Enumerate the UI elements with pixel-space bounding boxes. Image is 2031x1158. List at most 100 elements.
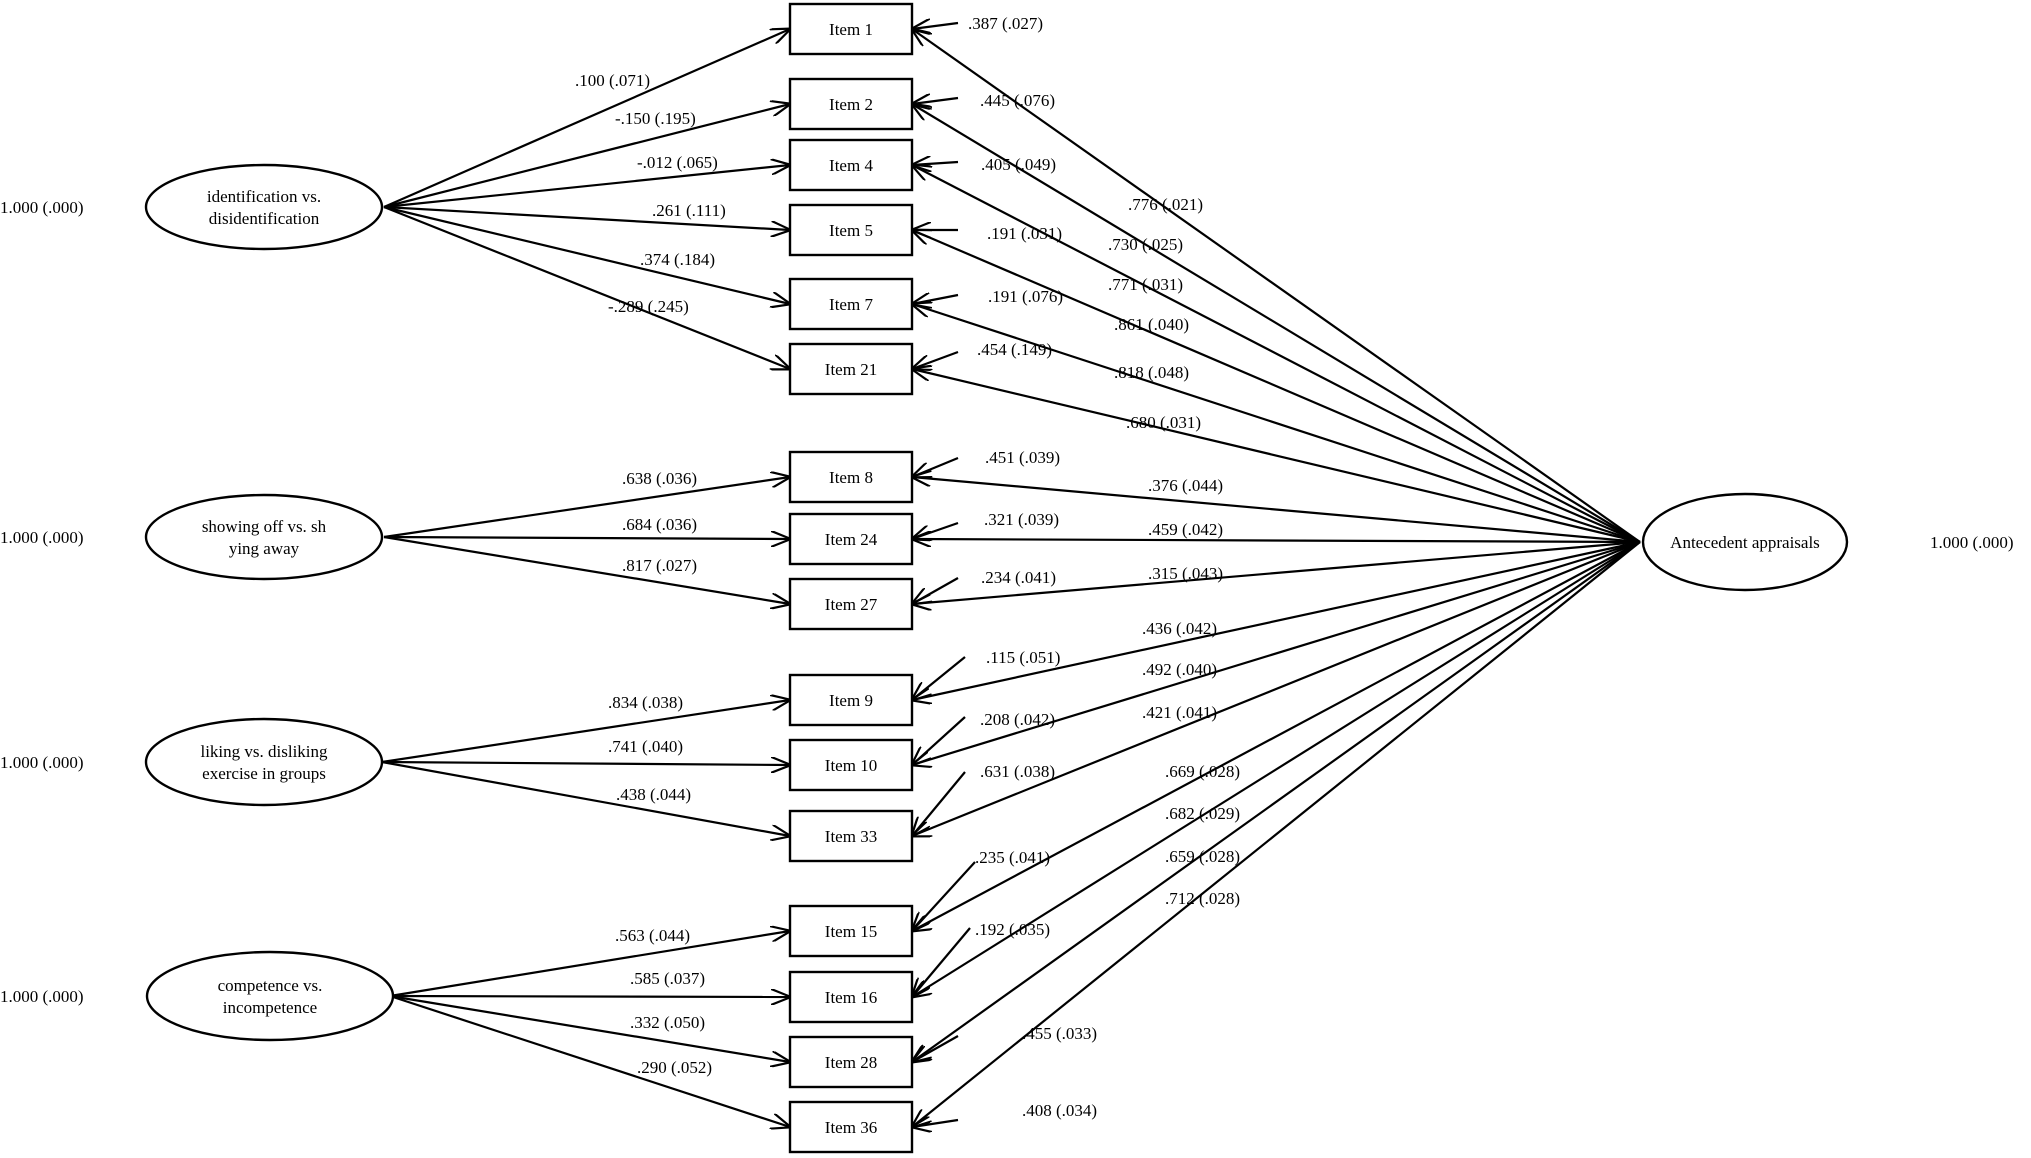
item-label: Item 8 [829, 468, 873, 487]
factor-label: showing off vs. sh [202, 517, 327, 536]
item-box [788, 970, 914, 1024]
residual-arrow [912, 456, 959, 477]
item-node: Item 16 [788, 970, 914, 1024]
specific-path-arrow [383, 205, 790, 369]
item-node: Item 9 [788, 673, 914, 727]
general-loading-label: .680 (.031) [1126, 413, 1201, 432]
item-box [788, 2, 914, 56]
general-path-arrow [912, 541, 1641, 1062]
residual-arrow [912, 656, 966, 700]
item-box [788, 1035, 914, 1089]
residual-variance-label: .191 (.031) [987, 224, 1062, 243]
general-loading-label: .315 (.043) [1148, 564, 1223, 583]
general-path-arrow [912, 104, 1641, 543]
general-loading-label: .459 (.042) [1148, 520, 1223, 539]
residual-variance-label: .408 (.034) [1022, 1101, 1097, 1120]
item-node: Item 7 [788, 277, 914, 331]
item-box [788, 512, 914, 566]
general-path-arrow [912, 541, 1641, 931]
factor-ellipse [144, 163, 384, 251]
specific-loading-label: .741 (.040) [608, 737, 683, 756]
item-label: Item 7 [829, 295, 873, 314]
specific-path-arrow [389, 996, 790, 997]
item-node: Item 36 [788, 1100, 914, 1154]
factor-ellipse [144, 717, 384, 807]
specific-path-arrow [381, 700, 790, 764]
residual-variance-label: .208 (.042) [980, 710, 1055, 729]
item-node: Item 2 [788, 77, 914, 131]
residual-variance-label: .235 (.041) [975, 848, 1050, 867]
specific-path-arrow [383, 477, 790, 539]
item-label: Item 33 [825, 827, 877, 846]
item-label: Item 4 [829, 156, 873, 175]
item-label: Item 36 [825, 1118, 877, 1137]
residual-variance-label: .115 (.051) [986, 648, 1060, 667]
general-path-arrow [912, 541, 1641, 997]
item-label: Item 21 [825, 360, 877, 379]
general-path-arrow [912, 540, 1641, 700]
item-label: Item 27 [825, 595, 878, 614]
item-box [788, 277, 914, 331]
item-node: Item 10 [788, 738, 914, 792]
item-box [788, 203, 914, 257]
residual-arrow [912, 577, 959, 604]
specific-path-arrow [389, 994, 790, 1127]
residual-variance-label: .191 (.076) [988, 287, 1063, 306]
residual-variance-label: .455 (.033) [1022, 1024, 1097, 1043]
residual-arrow [912, 1035, 959, 1062]
item-box [788, 342, 914, 396]
residual-variance-label: .387 (.027) [968, 14, 1043, 33]
general-loading-label: .682 (.029) [1165, 804, 1240, 823]
specific-loading-label: .100 (.071) [575, 71, 650, 90]
residual-variance-label: .192 (.035) [975, 920, 1050, 939]
item-label: Item 5 [829, 221, 873, 240]
item-node: Item 5 [788, 203, 914, 257]
general-loading-label: .818 (.048) [1114, 363, 1189, 382]
residual-variance-label: .454 (.149) [977, 340, 1052, 359]
item-label: Item 16 [825, 988, 877, 1007]
residual-arrow [912, 98, 959, 104]
item-box [788, 77, 914, 131]
specific-loading-label: .563 (.044) [615, 926, 690, 945]
item-box [788, 738, 914, 792]
general-path-arrow [912, 304, 1641, 544]
specific-loading-label: .290 (.052) [637, 1058, 712, 1077]
specific-loading-label: -.150 (.195) [615, 109, 696, 128]
item-node: Item 15 [788, 904, 914, 958]
general-path-arrow [912, 230, 1641, 544]
general-factor-node: Antecedent appraisals [1641, 492, 1849, 592]
factor-label: incompetence [223, 998, 317, 1017]
specific-path-arrow [381, 760, 790, 836]
general-factor-ellipse [1641, 492, 1849, 592]
item-label: Item 28 [825, 1053, 877, 1072]
item-box [788, 904, 914, 958]
nodes-layer: Item 1 Item 2 Item 4 Item 5 Item 7 Item 21 Ite… [144, 2, 1849, 1154]
specific-loading-label: .332 (.050) [630, 1013, 705, 1032]
factor-variance: 1.000 (.000) [0, 987, 84, 1006]
general-factor-label: Antecedent appraisals [1670, 533, 1820, 552]
factor-label: liking vs. disliking [200, 742, 328, 761]
general-path-arrow [912, 540, 1641, 836]
factor-node: competence vs.incompetence [145, 950, 395, 1042]
specific-path-arrow [381, 762, 790, 765]
item-label: Item 24 [825, 530, 878, 549]
general-loading-label: .861 (.040) [1114, 315, 1189, 334]
general-loading-label: .436 (.042) [1142, 619, 1217, 638]
item-label: Item 2 [829, 95, 873, 114]
item-label: Item 1 [829, 20, 873, 39]
specific-path-arrow [383, 535, 790, 604]
residual-variance-label: .234 (.041) [981, 568, 1056, 587]
residual-arrow [912, 521, 959, 539]
general-path-arrow [912, 369, 1641, 544]
item-box [788, 1100, 914, 1154]
specific-loading-label: .374 (.184) [640, 250, 715, 269]
factor-variance: 1.000 (.000) [0, 528, 84, 547]
item-node: Item 33 [788, 809, 914, 863]
residual-variance-label: .405 (.049) [981, 155, 1056, 174]
general-loading-label: .771 (.031) [1108, 275, 1183, 294]
factor-label: exercise in groups [202, 764, 326, 783]
item-node: Item 1 [788, 2, 914, 56]
general-loading-label: .730 (.025) [1108, 235, 1183, 254]
